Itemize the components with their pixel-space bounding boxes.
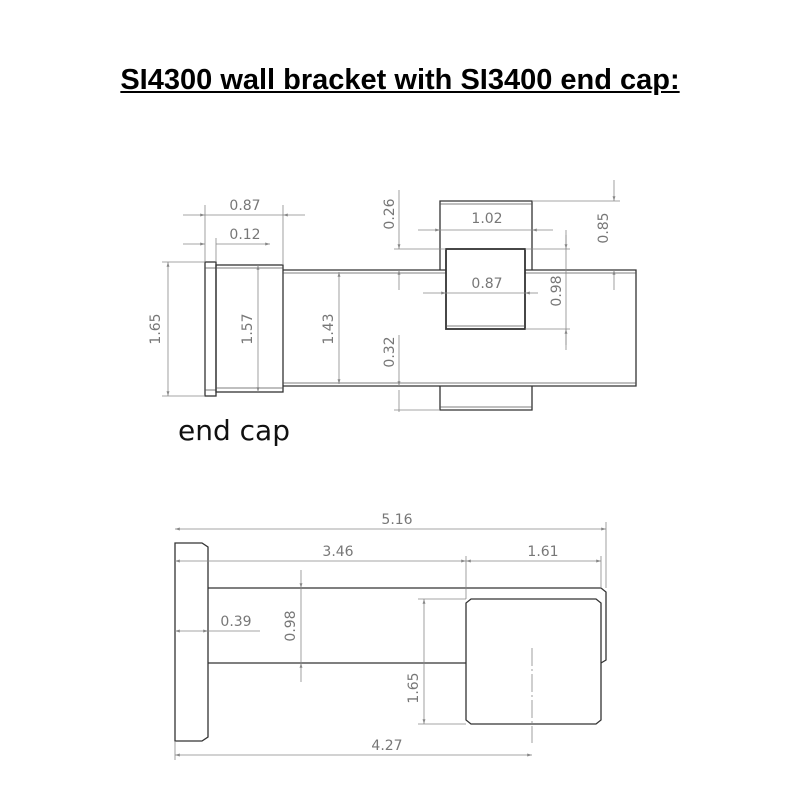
dimension-value: 0.26 bbox=[382, 198, 398, 229]
dimension-value: 0.39 bbox=[220, 614, 251, 630]
dim-overall-length: 5.16 bbox=[175, 512, 607, 588]
dimension-value: 5.16 bbox=[381, 512, 412, 528]
bracket-insert bbox=[445, 248, 526, 330]
dim-tube-height: 1.43 bbox=[321, 272, 341, 384]
wall-flange bbox=[174, 542, 209, 742]
dim-bracket-bottom-offset: 0.32 bbox=[382, 335, 440, 412]
dimension-value: 4.27 bbox=[371, 738, 402, 754]
dim-bracket-top-height: 0.85 bbox=[532, 180, 620, 290]
dim-cap-lip: 0.12 bbox=[183, 227, 270, 262]
dimension-value: 0.32 bbox=[382, 336, 398, 367]
dim-shaft-height: 0.98 bbox=[283, 570, 303, 682]
dim-bracket-top-offset: 0.26 bbox=[382, 190, 446, 290]
bracket-tube bbox=[283, 269, 637, 387]
dimension-value: 3.46 bbox=[322, 544, 353, 560]
side-view: 5.16 3.46 1.61 0.39 0.98 1.65 bbox=[174, 512, 607, 760]
dim-insert-width: 0.87 bbox=[423, 276, 538, 295]
dimension-value: 1.02 bbox=[471, 211, 502, 227]
end-cap-flange bbox=[204, 261, 217, 397]
page-title: SI4300 wall bracket with SI3400 end cap: bbox=[120, 64, 680, 96]
dimension-value: 1.65 bbox=[406, 672, 422, 703]
dim-cap-inner-height: 1.57 bbox=[240, 265, 260, 392]
dim-head-height: 1.65 bbox=[406, 598, 466, 725]
dim-flange-thickness: 0.39 bbox=[175, 614, 260, 633]
dim-cap-length: 0.87 bbox=[183, 198, 305, 265]
dimension-value: 0.12 bbox=[229, 227, 260, 243]
dim-head-length: 1.61 bbox=[466, 544, 601, 563]
end-cap-label: end cap bbox=[178, 414, 290, 447]
bracket-top-block bbox=[439, 200, 533, 270]
dimension-value: 1.65 bbox=[148, 313, 164, 344]
end-cap-body bbox=[215, 264, 284, 393]
bracket-head bbox=[465, 598, 602, 725]
dimension-value: 1.57 bbox=[240, 313, 256, 344]
dimension-value: 1.43 bbox=[321, 313, 337, 344]
dimension-value: 0.98 bbox=[283, 610, 299, 641]
dim-bracket-width: 1.02 bbox=[418, 211, 553, 232]
dim-shaft-length: 3.46 bbox=[175, 544, 602, 599]
bracket-bottom-block bbox=[439, 386, 533, 411]
dim-cap-outer-height: 1.65 bbox=[148, 261, 205, 397]
dimension-value: 0.87 bbox=[471, 276, 502, 292]
top-view: 0.87 0.12 1.65 1.57 1.43 0.26 bbox=[148, 180, 637, 447]
dimension-value: 0.98 bbox=[549, 275, 565, 306]
dimension-value: 0.87 bbox=[229, 198, 260, 214]
dim-center-distance: 4.27 bbox=[174, 738, 532, 760]
dim-insert-height: 0.98 bbox=[525, 230, 570, 350]
dimension-value: 0.85 bbox=[596, 212, 612, 243]
dimension-value: 1.61 bbox=[527, 544, 558, 560]
